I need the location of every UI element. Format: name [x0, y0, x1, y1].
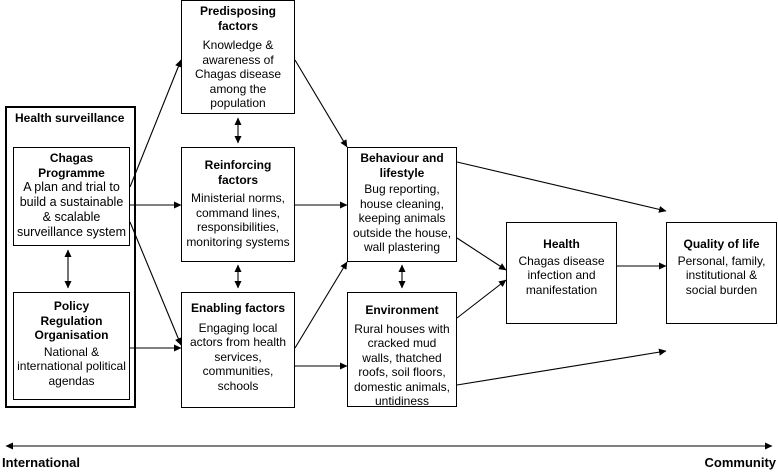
environment-title: Environment — [365, 303, 439, 317]
behaviour-title: Behaviour and lifestyle — [360, 151, 444, 180]
quality-of-life-title: Quality of life — [683, 237, 760, 251]
predisposing-body: Knowledge & awareness of Chagas disease … — [194, 38, 282, 110]
arrow-programme-to-predisposing — [129, 59, 182, 188]
enabling-title: Enabling factors — [190, 301, 285, 315]
axis-label-community: Community — [704, 455, 777, 470]
quality-of-life-body: Personal, family, institutional & social… — [677, 253, 766, 297]
arrow-behaviour-to-quality — [456, 161, 667, 213]
health-surveillance-frame: Health surveillance — [5, 106, 136, 408]
reinforcing-box: Reinforcing factors Ministerial norms, c… — [181, 147, 295, 262]
arrow-enabling-to-behaviour — [294, 261, 348, 349]
reinforcing-body: Ministerial norms, command lines, respon… — [186, 191, 290, 249]
predisposing-box: Predisposing factors Knowledge & awarene… — [181, 0, 295, 114]
chagas-programme-title: Chagas Programme — [38, 151, 105, 180]
predisposing-title: Predisposing factors — [199, 4, 276, 33]
reinforcing-title: Reinforcing factors — [204, 158, 272, 187]
policy-title-line2: Regulation — [40, 313, 103, 328]
health-body: Chagas disease infection and manifestati… — [518, 253, 605, 297]
policy-title-line3: Organisation — [34, 328, 109, 342]
arrow-programme-to-enabling — [129, 221, 182, 346]
arrow-behaviour-to-health — [456, 237, 507, 271]
enabling-body: Engaging local actors from health servic… — [189, 320, 287, 393]
health-title: Health — [543, 237, 580, 251]
policy-title-line1: Policy — [53, 299, 90, 313]
quality-of-life-box: Quality of life Personal, family, instit… — [666, 222, 777, 324]
environment-body: Rural houses with cracked mud walls, tha… — [353, 321, 451, 409]
health-surveillance-title: Health surveillance — [15, 111, 125, 125]
chagas-programme-box: Chagas Programme A plan and trial to bui… — [13, 147, 130, 246]
arrow-environment-to-health — [456, 279, 507, 319]
policy-box: Policy Regulation Organisation National … — [13, 292, 130, 400]
chagas-programme-body: A plan and trial to build a sustainable … — [16, 180, 127, 239]
environment-box: Environment Rural houses with cracked mu… — [347, 292, 457, 409]
health-box: Health Chagas disease infection and mani… — [506, 222, 617, 324]
policy-body: National & international political agend… — [17, 344, 126, 388]
axis-label-international: International — [2, 455, 81, 470]
arrow-predisposing-to-behaviour — [294, 59, 348, 148]
arrow-environment-to-quality — [456, 348, 667, 386]
behaviour-body: Bug reporting, house cleaning, keeping a… — [352, 182, 452, 254]
enabling-box: Enabling factors Engaging local actors f… — [181, 292, 295, 408]
behaviour-box: Behaviour and lifestyle Bug reporting, h… — [347, 147, 457, 262]
